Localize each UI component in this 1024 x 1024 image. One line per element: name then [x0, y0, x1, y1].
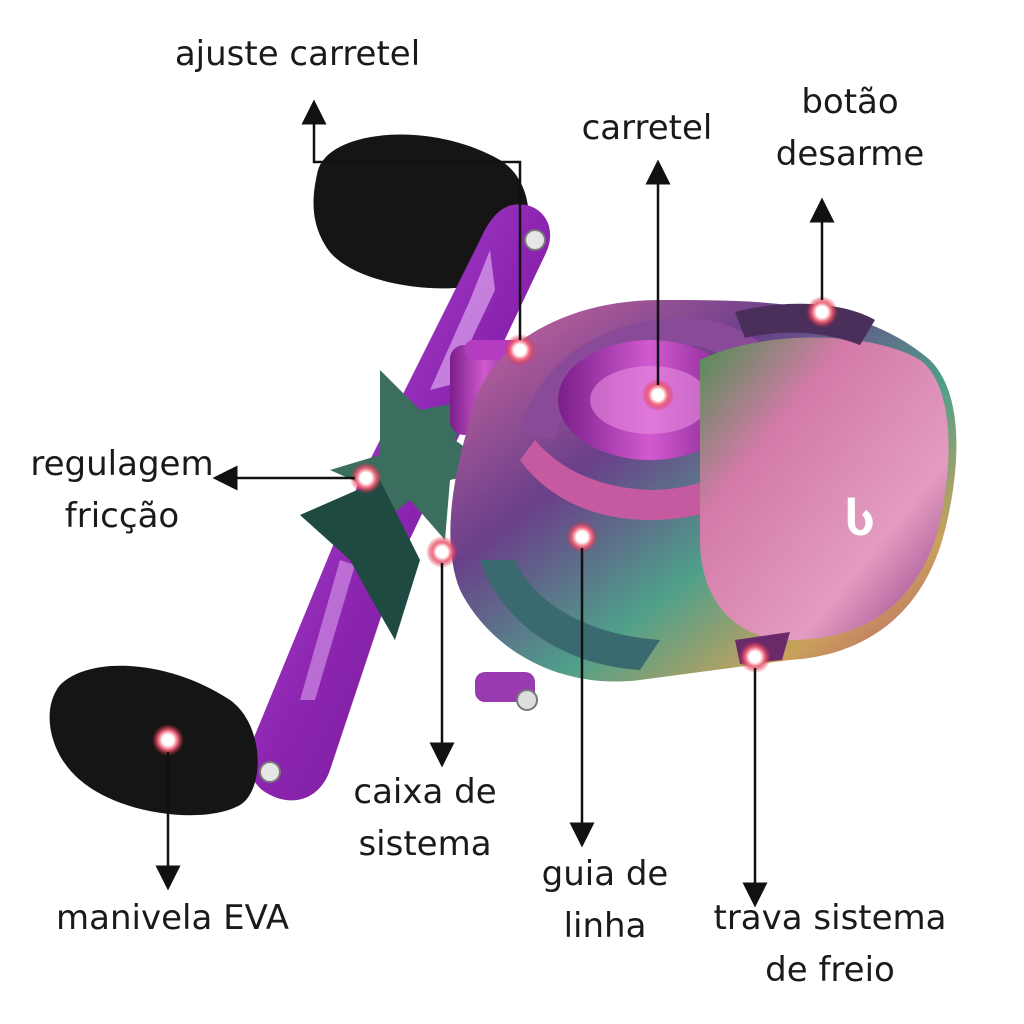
eva-knob-top [313, 134, 529, 289]
label-trava-sistema-de-freio: trava sistema de freio [713, 898, 947, 990]
callout-arrows [155, 99, 835, 908]
label-guia-de-linha: guia de linha [541, 854, 669, 946]
label-caixa-de-sistema: caixa de sistema [353, 772, 497, 864]
frame-arch [520, 318, 800, 440]
label-manivela-eva: manivela EVA [56, 898, 289, 938]
arrow-ajuste-carretel [301, 99, 522, 340]
label-botao-desarme: botão desarme [775, 82, 925, 174]
disarm-button [735, 303, 875, 345]
label-regulagem-friccao: regulagem fricção [30, 444, 214, 536]
label-ajuste-carretel: ajuste carretel [174, 34, 421, 74]
marker-dots [152, 296, 838, 756]
brand-logo: Ⴑ [846, 492, 875, 546]
label-carretel: carretel [581, 108, 713, 148]
side-plate [700, 337, 949, 640]
